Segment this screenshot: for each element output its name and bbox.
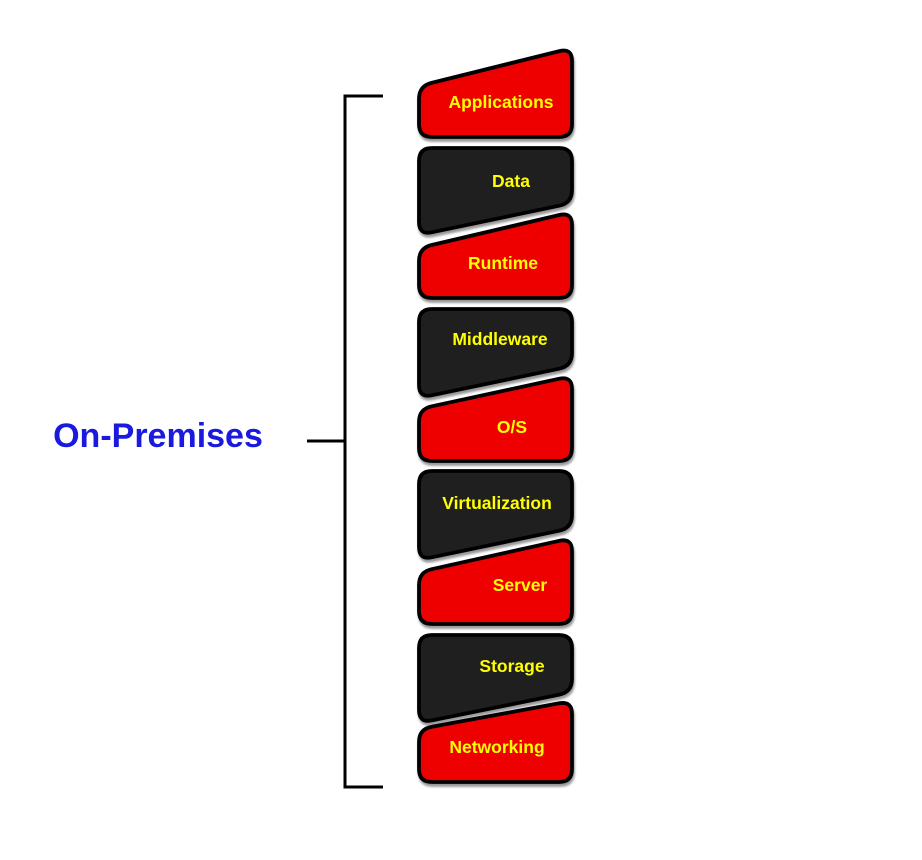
block-shape-middleware <box>417 307 574 398</box>
block-shape-server <box>417 538 574 626</box>
block-shape-storage <box>417 633 574 723</box>
block-label-networking: Networking <box>449 737 544 757</box>
bracket <box>307 94 383 789</box>
block-label-middleware: Middleware <box>452 329 548 349</box>
block-label-server: Server <box>493 575 548 595</box>
block-label-storage: Storage <box>479 656 544 676</box>
block-shape-networking <box>417 701 574 784</box>
on-premises-label: On-Premises <box>53 417 263 455</box>
block-shape-data <box>417 146 574 235</box>
block-label-runtime: Runtime <box>468 253 538 273</box>
block-shape-o-s <box>417 376 574 463</box>
block-label-data: Data <box>492 171 530 191</box>
block-label-o-s: O/S <box>497 417 527 437</box>
block-label-virtualization: Virtualization <box>442 493 552 513</box>
block-shape-virtualization <box>417 469 574 560</box>
block-shape-runtime <box>417 212 574 300</box>
block-shape-applications <box>417 48 574 139</box>
bracket-outline <box>343 94 383 789</box>
block-label-applications: Applications <box>448 92 553 112</box>
